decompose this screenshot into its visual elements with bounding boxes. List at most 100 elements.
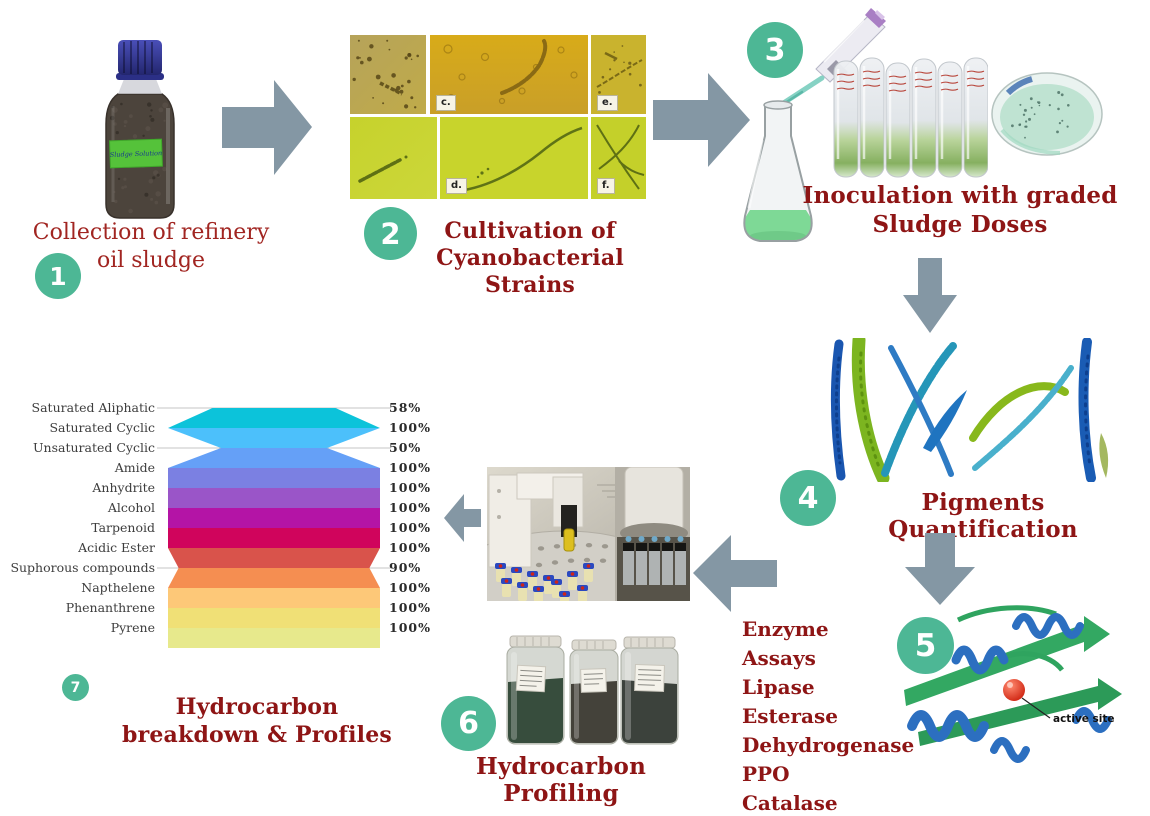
active-site-sphere xyxy=(1003,679,1025,701)
funnel-category: Saturated Cyclic xyxy=(49,420,155,435)
funnel-band-9 xyxy=(168,588,380,608)
funnel-category: Amide xyxy=(114,460,155,475)
jar-1 xyxy=(506,635,565,745)
panel-label-f: f. xyxy=(597,178,615,194)
active-site-label: active site xyxy=(1053,713,1115,725)
sludge-jars-photo xyxy=(506,635,679,745)
step2-title-line2: Cyanobacterial Strains xyxy=(436,245,624,298)
step1-number: 1 xyxy=(49,261,67,291)
step4-title: Pigments Quantification xyxy=(888,489,1078,543)
micrograph-c xyxy=(430,35,588,114)
step1-title: Collection of refinery oil sludge xyxy=(30,219,272,275)
funnel-category: Alcohol xyxy=(107,500,155,515)
micropipette-photo xyxy=(777,8,886,109)
funnel-band-2 xyxy=(168,448,380,468)
flask-glass xyxy=(743,105,813,242)
left-arrow-icon xyxy=(693,535,777,612)
funnel-band-7 xyxy=(168,548,380,568)
right-arrow-icon xyxy=(653,73,750,167)
funnel-band-10 xyxy=(168,608,380,628)
funnel-category: Anhydrite xyxy=(92,480,155,495)
funnel-percent: 100% xyxy=(389,600,431,615)
funnel-percent-labels: 58%100%50%100%100%100%100%100%90%100%100… xyxy=(389,395,444,660)
arrow-step6-to-step7 xyxy=(444,494,481,542)
step1-title-line1: Collection of refinery xyxy=(32,220,270,245)
funnel-percent: 100% xyxy=(389,540,431,555)
funnel-percent: 58% xyxy=(389,400,422,415)
enzyme-protein-structure: active site xyxy=(904,605,1122,763)
yellow-vial xyxy=(563,528,575,552)
step3-title-line2: Sludge Doses xyxy=(872,211,1048,238)
funnel-category: Phenanthrene xyxy=(65,600,155,615)
left-arrow-icon xyxy=(444,494,481,542)
small-blade-cell xyxy=(1099,433,1109,478)
funnel-category: Saturated Aliphatic xyxy=(31,400,155,415)
right-arrow-icon xyxy=(222,80,312,175)
step3-circle: 3 xyxy=(747,22,803,78)
enzyme-item: Esterase xyxy=(742,704,838,728)
step1-title-line2: oil sludge xyxy=(97,248,205,273)
arrow-step3-to-step4 xyxy=(903,258,957,333)
micrograph-f xyxy=(591,117,646,199)
step7-circle: 7 xyxy=(62,674,89,701)
funnel-band-6 xyxy=(168,528,380,548)
step3-title-line1: Inoculation with graded xyxy=(802,182,1118,209)
oil-sludge-bottle-photo: Sludge Solution xyxy=(105,40,175,219)
step6-circle: 6 xyxy=(441,696,496,751)
funnel-percent: 100% xyxy=(389,420,431,435)
down-arrow-icon xyxy=(903,258,957,333)
arrow-step1-to-step2 xyxy=(222,80,312,175)
jar-2 xyxy=(569,639,619,745)
funnel-band-0 xyxy=(168,408,380,428)
step2-number: 2 xyxy=(380,216,401,251)
petri-dish-photo xyxy=(991,72,1103,156)
arrow-step2-to-step3 xyxy=(653,73,750,167)
funnel-band-11 xyxy=(168,628,380,648)
jar-3 xyxy=(620,636,679,745)
step4-number: 4 xyxy=(797,480,819,516)
down-arrow-icon xyxy=(905,533,975,605)
petri-agar xyxy=(1000,84,1094,150)
enzyme-item: PPO xyxy=(742,762,790,786)
funnel-category: Napthelene xyxy=(81,580,155,595)
arrow-step5-to-step6 xyxy=(693,535,777,612)
test-tubes-photo xyxy=(833,57,988,178)
arrow-step4-to-step5 xyxy=(905,533,975,605)
funnel-percent: 100% xyxy=(389,620,431,635)
funnel-band-1 xyxy=(168,428,380,448)
step1-circle: 1 xyxy=(35,253,81,299)
funnel-category: Tarpenoid xyxy=(91,520,155,535)
enzyme-item: Dehydrogenase xyxy=(742,733,915,757)
enzyme-item: Catalase xyxy=(742,791,838,815)
step4-circle: 4 xyxy=(780,470,836,526)
step7-title-line1: Hydrocarbon xyxy=(175,694,339,720)
step2-title-line1: Cultivation of xyxy=(444,218,616,244)
spindle-cell xyxy=(923,390,967,452)
erlenmeyer-flask-photo xyxy=(743,100,813,242)
funnel-percent: 100% xyxy=(389,520,431,535)
funnel-category: Suphorous compounds xyxy=(10,560,155,575)
step7-title-line2: breakdown & Profiles xyxy=(121,722,392,748)
panel-label-e: e. xyxy=(597,95,618,111)
cyanobacteria-filaments-photo xyxy=(830,338,1109,482)
step3-title: Inoculation with graded Sludge Doses xyxy=(795,181,1125,239)
pipette-cap xyxy=(865,8,886,28)
step5-circle: 5 xyxy=(897,617,954,674)
funnel-category: Acidic Ester xyxy=(78,540,155,555)
funnel-percent: 100% xyxy=(389,460,431,475)
funnel-band-5 xyxy=(168,508,380,528)
bottle-neck xyxy=(118,79,162,94)
funnel-percent: 100% xyxy=(389,500,431,515)
funnel-band-4 xyxy=(168,488,380,508)
panel-label-c: c. xyxy=(436,95,456,111)
funnel-percent: 100% xyxy=(389,480,431,495)
step3-number: 3 xyxy=(764,32,786,68)
bottle-cap xyxy=(118,40,162,75)
autosampler-machine-photo xyxy=(487,467,690,601)
bottle-label-text: Sludge Solution xyxy=(110,149,163,159)
funnel-percent: 100% xyxy=(389,580,431,595)
micrograph-b xyxy=(350,117,437,199)
micrograph-a xyxy=(350,35,426,114)
